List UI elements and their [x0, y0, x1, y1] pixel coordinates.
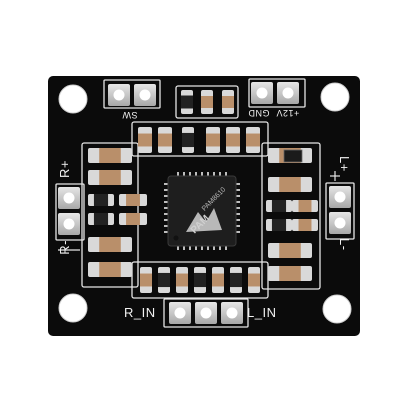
label-l-plus: L+ [337, 156, 352, 172]
label-r-minus: R- [57, 240, 72, 255]
mounting-hole-bottom-left [58, 293, 88, 323]
components-right [266, 148, 318, 281]
label-l-in: L_IN [247, 305, 277, 320]
mounting-holes [58, 82, 352, 324]
pin-l-minus [329, 212, 351, 234]
mounting-hole-top-right [320, 82, 350, 112]
components-top [138, 90, 260, 153]
components-bottom [140, 267, 260, 293]
pin-r-plus [58, 187, 80, 209]
pin-r-minus [58, 213, 80, 235]
silk-polarity-marks [58, 171, 340, 251]
label-gnd: GND [248, 108, 270, 118]
components-left [88, 148, 147, 277]
label-r-plus: R+ [57, 160, 72, 178]
pin-gnd-in [195, 302, 217, 324]
label-l-minus: L- [337, 238, 352, 251]
pin-r-in [169, 302, 191, 324]
pin-sw-1 [108, 84, 130, 106]
label-12v: +12V [276, 108, 300, 118]
silkscreen-outlines [55, 78, 355, 328]
label-sw: SW [122, 110, 138, 120]
amplifier-chip [164, 172, 240, 250]
label-r-in: R_IN [124, 305, 156, 320]
pin-gnd [277, 82, 299, 104]
mounting-hole-bottom-right [322, 294, 352, 324]
pin-l-in [221, 302, 243, 324]
header-pins [58, 82, 351, 324]
mounting-hole-top-left [58, 84, 88, 114]
pin-12v [251, 82, 273, 104]
pin-l-plus [329, 186, 351, 208]
pin-sw-2 [134, 84, 156, 106]
